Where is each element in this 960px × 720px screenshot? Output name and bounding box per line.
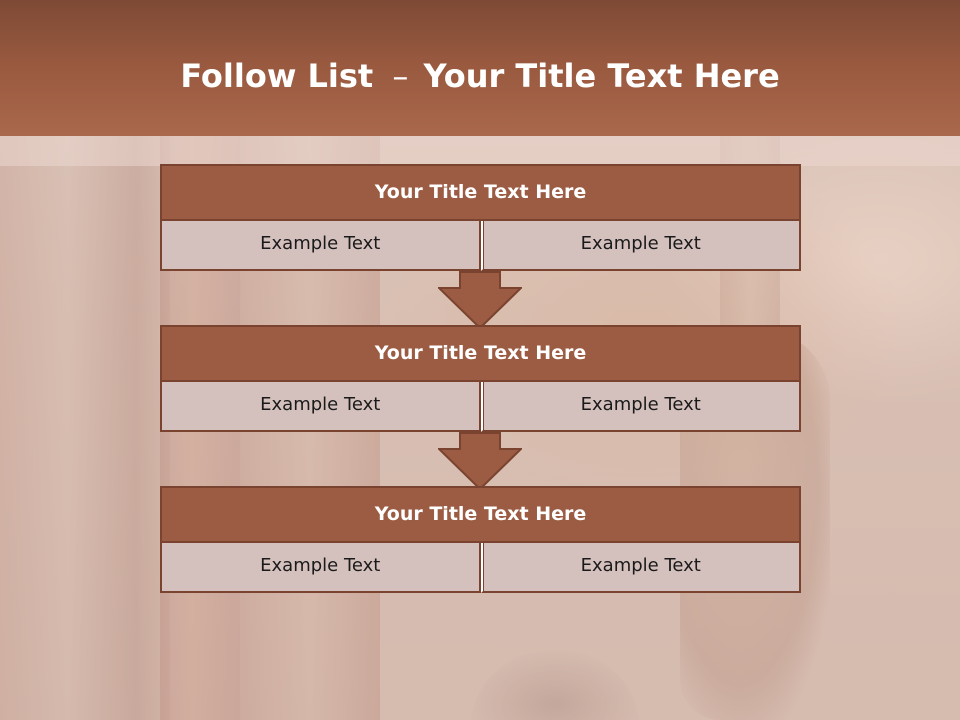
- block-row: Example Text Example Text: [160, 221, 801, 271]
- header-strip: [0, 136, 960, 166]
- block-title[interactable]: Your Title Text Here: [160, 325, 801, 382]
- block-title[interactable]: Your Title Text Here: [160, 164, 801, 221]
- block-cell-left[interactable]: Example Text: [160, 543, 481, 593]
- down-arrow-icon: [438, 271, 522, 329]
- block-cell-right[interactable]: Example Text: [480, 382, 801, 432]
- slide-title-separator: –: [392, 57, 409, 95]
- slide-title-rest: Your Title Text Here: [423, 57, 780, 95]
- list-block: Your Title Text Here Example Text Exampl…: [160, 325, 801, 432]
- header-bar: [0, 0, 960, 136]
- slide-title: Follow List – Your Title Text Here: [0, 56, 960, 96]
- curtain-left: [0, 136, 170, 720]
- list-block: Your Title Text Here Example Text Exampl…: [160, 486, 801, 593]
- down-arrow-icon: [438, 432, 522, 490]
- list-block: Your Title Text Here Example Text Exampl…: [160, 164, 801, 271]
- block-row: Example Text Example Text: [160, 543, 801, 593]
- block-cell-right[interactable]: Example Text: [480, 221, 801, 271]
- block-cell-left[interactable]: Example Text: [160, 382, 481, 432]
- slide-title-bold: Follow List: [180, 57, 374, 95]
- block-row: Example Text Example Text: [160, 382, 801, 432]
- block-cell-left[interactable]: Example Text: [160, 221, 481, 271]
- block-title[interactable]: Your Title Text Here: [160, 486, 801, 543]
- block-cell-right[interactable]: Example Text: [480, 543, 801, 593]
